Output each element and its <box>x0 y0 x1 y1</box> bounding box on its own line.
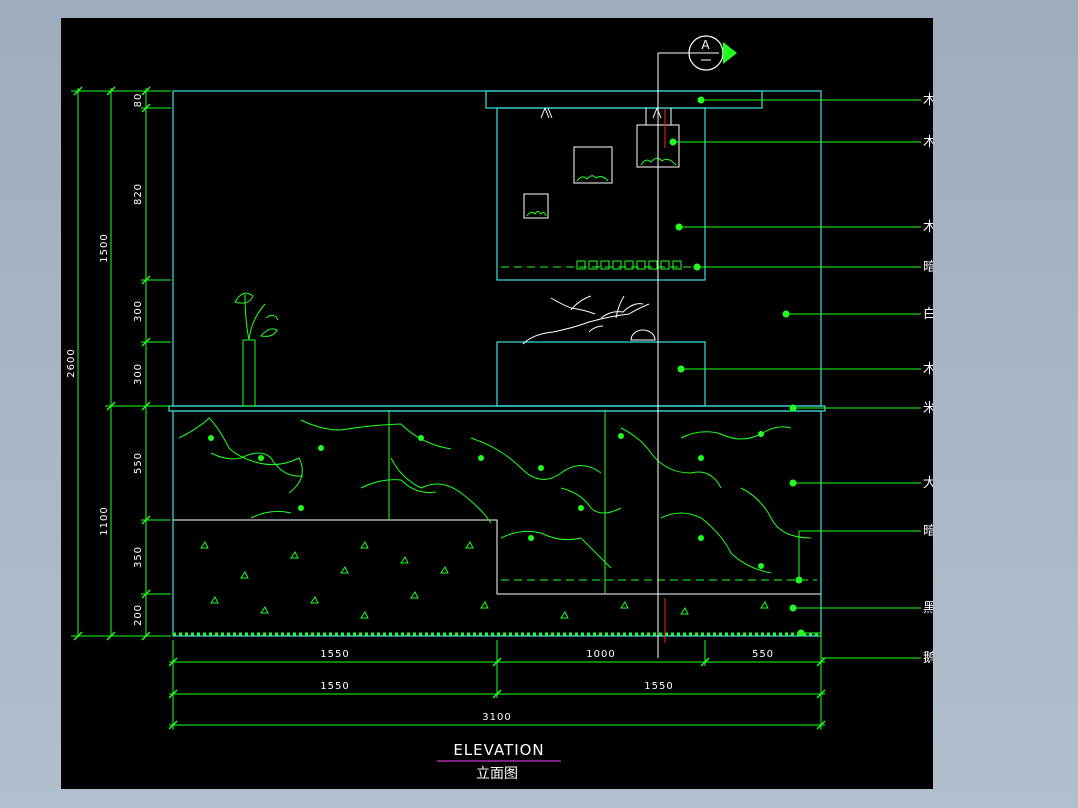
lower-body-blocks <box>173 519 821 595</box>
dim-80: 80 <box>133 93 144 108</box>
dim-bottom-1000: 1000 <box>586 649 615 660</box>
cad-drawing-canvas: A 80 820 300 300 550 350 200 1500 1100 2… <box>61 18 933 789</box>
granite-speckles <box>200 541 769 619</box>
label-hidden-light-strip-1: 暗藏日光灯带 <box>923 260 933 275</box>
dim-300-lower: 300 <box>133 363 144 385</box>
left-inner-dimension-text: 80 820 300 300 550 350 200 1500 1100 260… <box>66 93 144 626</box>
label-beige-stone-counter: 米黄石材台面 <box>923 401 933 416</box>
label-pebbles: 鹅卵石 <box>923 650 933 666</box>
section-marker: A <box>688 35 737 71</box>
hidden-light-strips <box>501 266 817 581</box>
dim-bottom-1550-b: 1550 <box>320 681 349 692</box>
dim-300-upper: 300 <box>133 300 144 322</box>
left-dimension-ticks <box>73 86 151 641</box>
label-wood-white-paint-2: 木基层白色漆 <box>923 134 933 150</box>
light-strip-squares <box>576 260 682 270</box>
label-white-latex-paint: 白色乳胶漆 <box>923 306 933 322</box>
spot-lights <box>540 107 662 119</box>
label-wood-white-paint-4: 木基层白色漆 <box>923 361 933 377</box>
label-black-granite: 黑金砂石材 <box>923 600 933 616</box>
label-wood-white-paint-3: 木基层白色漆 <box>923 219 933 235</box>
marble-pattern <box>178 417 812 574</box>
dim-bottom-1550-a: 1550 <box>320 649 349 660</box>
dim-1500: 1500 <box>99 233 110 262</box>
drawing-title: ELEVATION 立面图 <box>437 741 561 782</box>
dim-bottom-3100: 3100 <box>482 712 511 723</box>
counter-joints <box>388 411 606 594</box>
dim-bottom-1550-c: 1550 <box>644 681 673 692</box>
leader-lines <box>673 99 921 659</box>
dim-1100: 1100 <box>99 506 110 535</box>
dim-2600: 2600 <box>66 348 77 377</box>
title-elevation: ELEVATION <box>453 741 544 759</box>
label-hidden-light-strip-2: 暗藏日光灯带 <box>923 524 933 539</box>
bonsai-decoration <box>522 295 656 345</box>
bottom-dimension-text: 1550 1000 550 1550 1550 3100 <box>320 649 774 723</box>
dim-550: 550 <box>133 452 144 474</box>
title-subtitle: 立面图 <box>476 766 518 782</box>
marble-veins <box>208 431 764 569</box>
section-marker-label: A <box>701 38 710 52</box>
left-dimension-lines <box>71 88 171 637</box>
dim-bottom-550: 550 <box>752 649 774 660</box>
label-green-marble: 大花绿石材 <box>923 475 933 491</box>
display-plants <box>526 157 677 217</box>
bottom-dimension-ticks <box>168 657 826 730</box>
material-labels: 木基层白色漆 木基层白色漆 木基层白色漆 暗藏日光灯带 白色乳胶漆 木基层白色漆… <box>923 92 933 666</box>
vase-decoration <box>234 292 279 407</box>
wall-outline <box>168 90 826 637</box>
label-wood-white-paint-1: 木基层白色漆 <box>923 92 933 108</box>
dim-350: 350 <box>133 546 144 568</box>
display-boxes <box>523 108 680 219</box>
dim-820: 820 <box>133 183 144 205</box>
leader-dots <box>669 96 805 637</box>
elevation-drawing: A 80 820 300 300 550 350 200 1500 1100 2… <box>66 35 933 782</box>
dim-200: 200 <box>133 604 144 626</box>
